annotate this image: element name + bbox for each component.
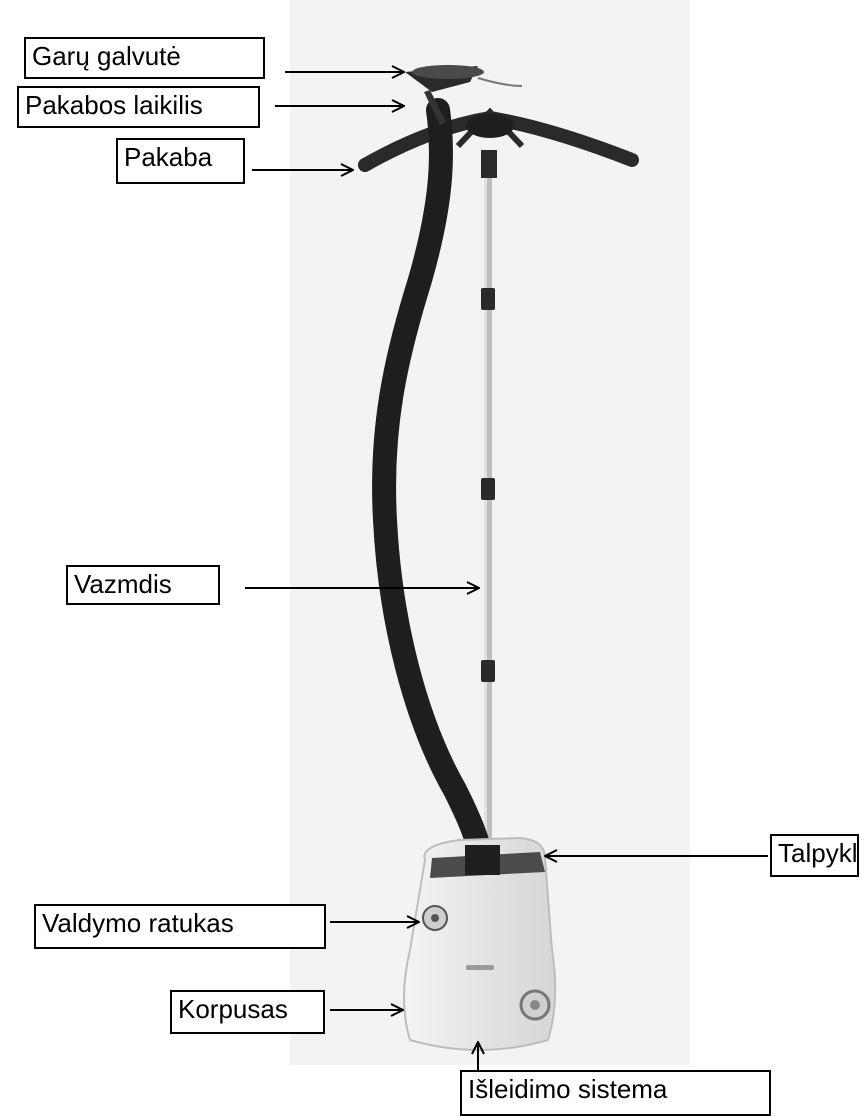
- steamer-body: [404, 838, 555, 1050]
- label-control-dial: Valdymo ratukas: [34, 904, 326, 949]
- label-hanger-holder: Pakabos laikilis: [17, 86, 260, 128]
- label-drain-system: Išleidimo sistema: [460, 1070, 771, 1116]
- label-tank: Talpykla: [770, 834, 859, 877]
- label-body: Korpusas: [170, 990, 325, 1034]
- label-pole: Vazmdis: [66, 565, 220, 605]
- label-hanger: Pakaba: [116, 138, 245, 184]
- label-steam-head: Garų galvutė: [24, 37, 265, 79]
